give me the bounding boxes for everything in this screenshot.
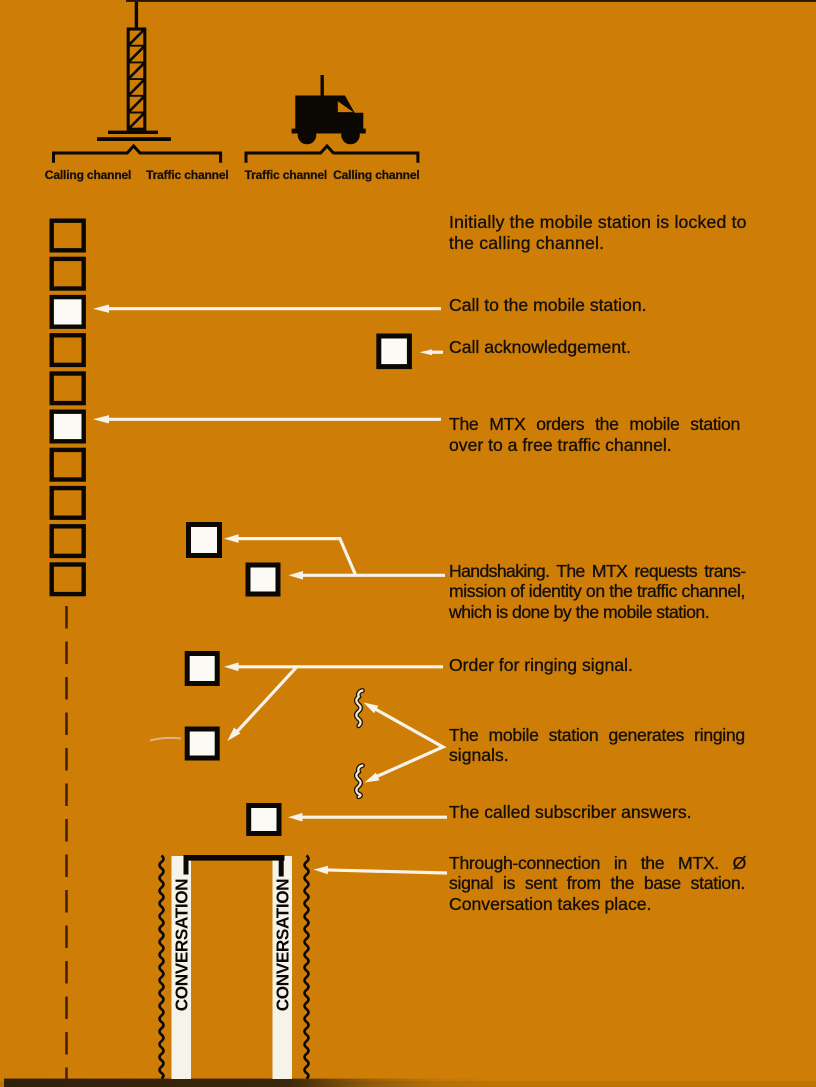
svg-text:CONVERSATION: CONVERSATION	[172, 879, 192, 1011]
svg-text:CONVERSATION: CONVERSATION	[273, 879, 293, 1011]
